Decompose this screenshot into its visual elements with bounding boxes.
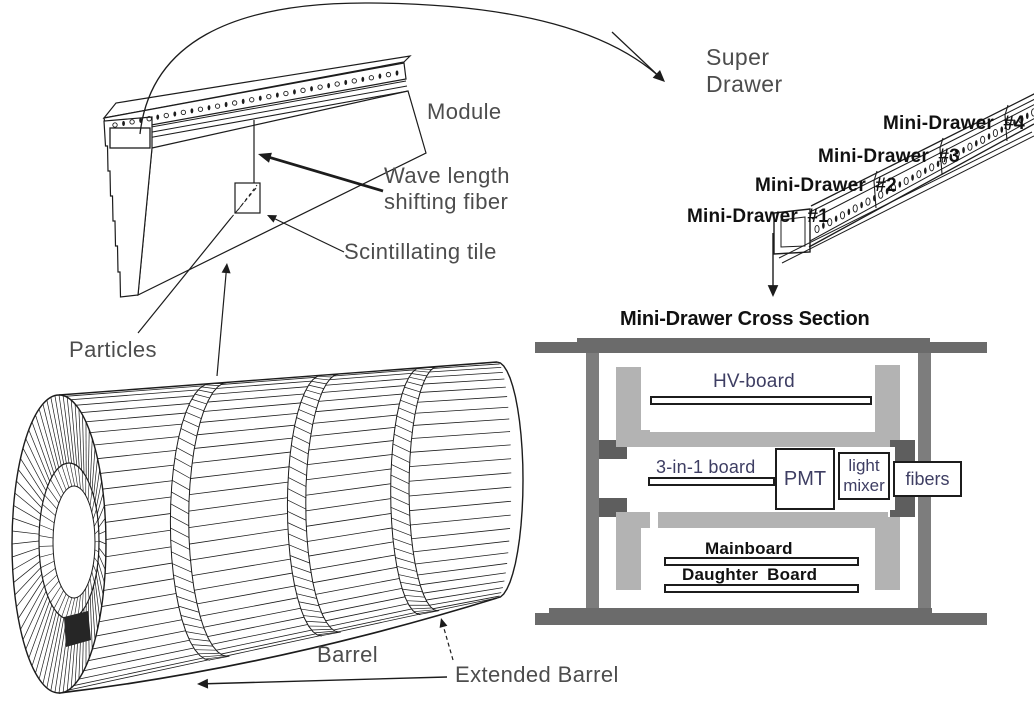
pmt-label: PMT bbox=[783, 467, 827, 490]
top-rail-left-tip bbox=[535, 342, 577, 353]
cross-section-title: Mini-Drawer Cross Section bbox=[620, 308, 870, 330]
upper-shelf bbox=[650, 432, 890, 447]
left-bottom-bracket-foot bbox=[641, 512, 650, 528]
hv-board-bar bbox=[650, 396, 872, 405]
fibers-label: fibers bbox=[905, 468, 950, 489]
daughter-board-label: Daughter Board bbox=[682, 565, 818, 584]
three-in-one-label: 3-in-1 board bbox=[656, 457, 756, 477]
mini-drawer-1-label: Mini-Drawer #1 bbox=[687, 206, 829, 227]
hv-board-label: HV-board bbox=[713, 371, 795, 392]
light-mixer-label: light mixer bbox=[843, 456, 885, 495]
fibers-box bbox=[893, 461, 962, 497]
left-top-bracket-foot bbox=[641, 430, 650, 447]
mini-drawer-4-label: Mini-Drawer #4 bbox=[883, 113, 1025, 134]
super-drawer-label: Super Drawer bbox=[706, 44, 783, 98]
scintillating-tile-label: Scintillating tile bbox=[344, 239, 497, 264]
mainboard-bar bbox=[664, 557, 859, 566]
top-rail-right-tip bbox=[930, 342, 987, 353]
three-in-one-board-bar bbox=[648, 477, 775, 486]
top-rail bbox=[577, 338, 930, 353]
mini-drawer-3-label: Mini-Drawer #3 bbox=[818, 146, 960, 167]
right-lower-block bbox=[890, 497, 915, 517]
super-drawer-drawing bbox=[773, 93, 1034, 264]
extended-barrel-label: Extended Barrel bbox=[455, 662, 619, 687]
barrel-drawing bbox=[11, 361, 524, 694]
particles-label: Particles bbox=[69, 337, 157, 362]
left-post bbox=[586, 353, 599, 608]
barrel-label: Barrel bbox=[317, 642, 379, 667]
bottom-rail-left-tip bbox=[535, 613, 549, 625]
mini-drawer-2-label: Mini-Drawer #2 bbox=[755, 175, 897, 196]
bottom-rail bbox=[549, 608, 932, 625]
light-mixer-box bbox=[838, 452, 890, 500]
right-upper-block bbox=[890, 440, 915, 461]
pmt-box bbox=[775, 448, 835, 510]
mainboard-label: Mainboard bbox=[705, 539, 793, 558]
left-bottom-bracket bbox=[616, 512, 641, 590]
bottom-rail-right-tip bbox=[932, 613, 987, 625]
right-bottom-bracket bbox=[875, 517, 900, 590]
daughter-board-bar bbox=[664, 584, 859, 593]
annotation-arrows bbox=[137, 2, 779, 689]
right-top-bracket bbox=[875, 365, 900, 440]
left-top-bracket bbox=[616, 367, 641, 447]
wavelength-fiber-label: Wave length shifting fiber bbox=[384, 163, 510, 214]
module-label: Module bbox=[427, 99, 502, 124]
lower-shelf bbox=[658, 512, 888, 528]
